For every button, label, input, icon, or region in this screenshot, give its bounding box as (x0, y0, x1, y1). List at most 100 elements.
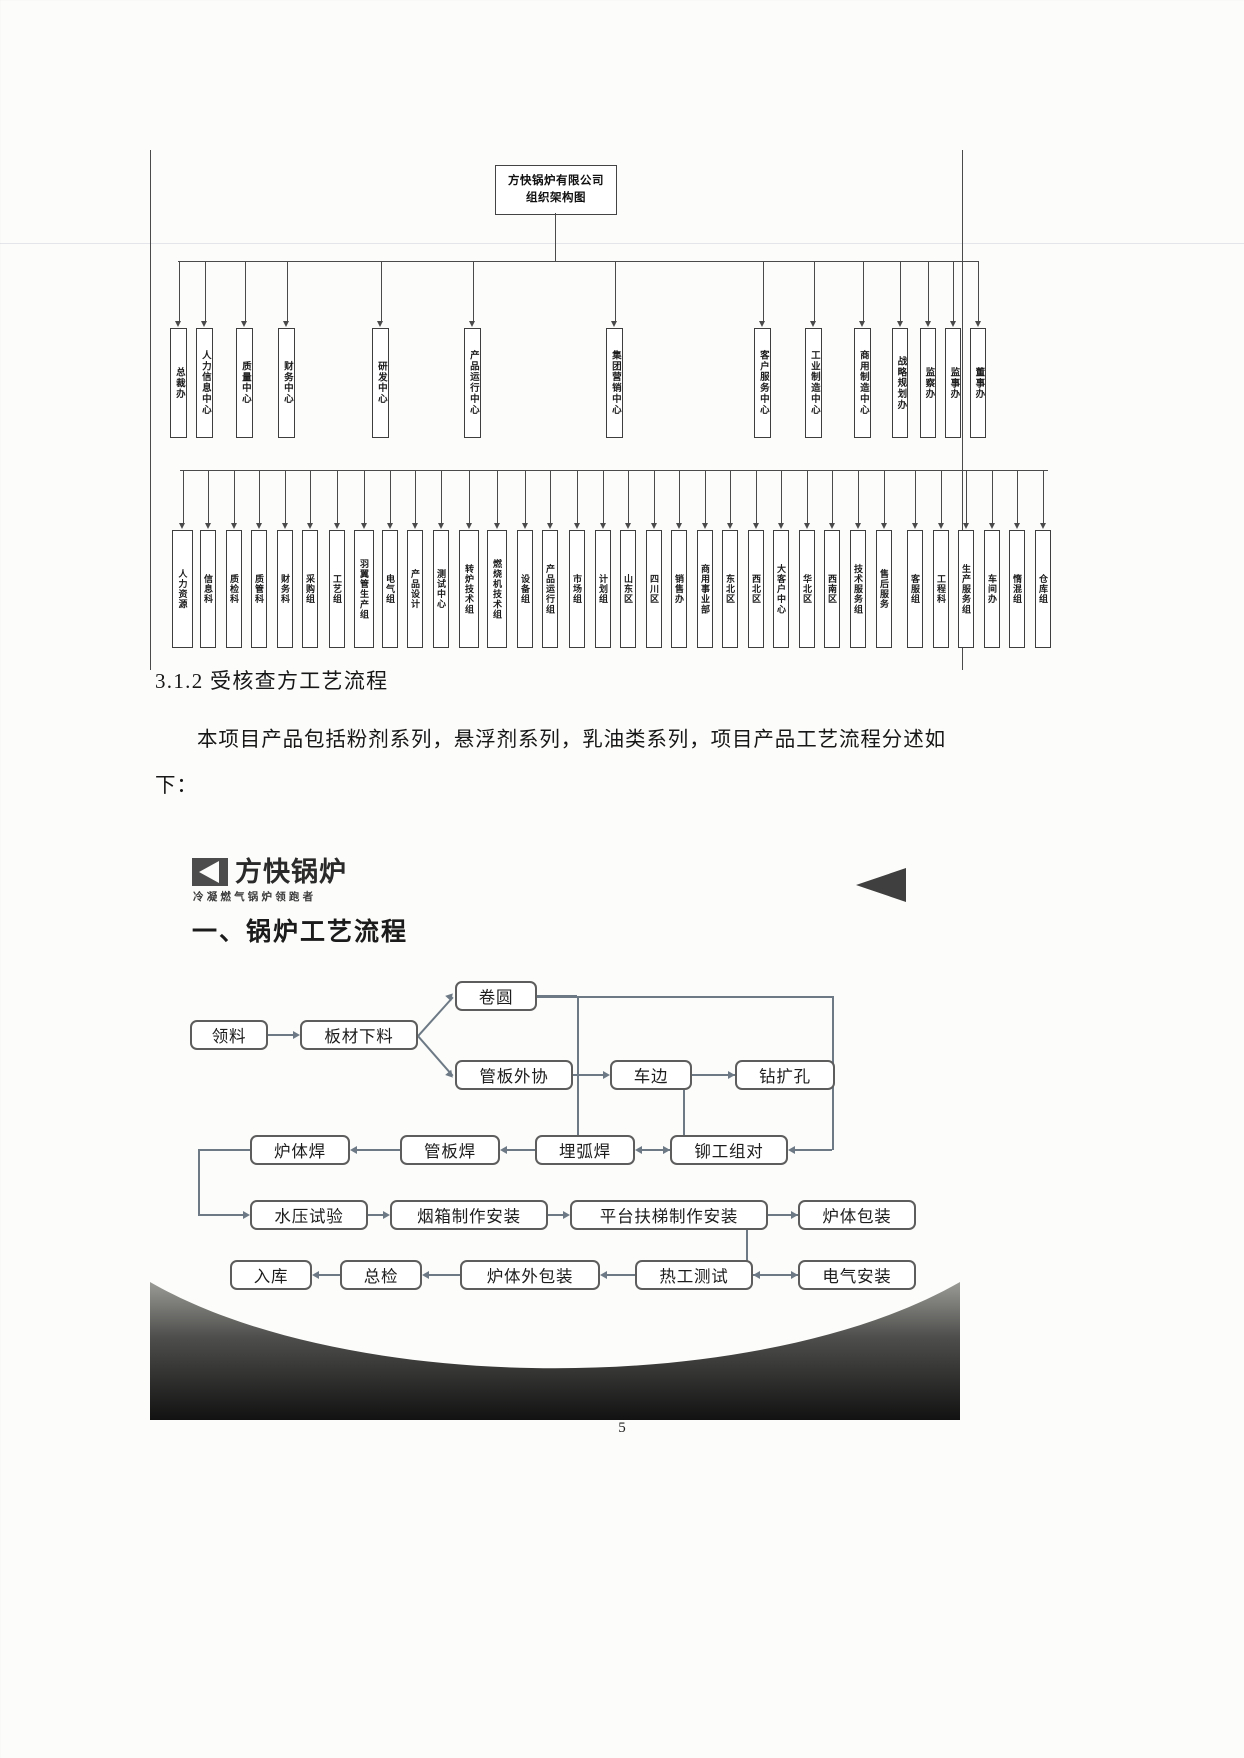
org-connector-arrow (521, 523, 528, 529)
org-connector-line (364, 470, 365, 524)
flow-node: 钻扩孔 (735, 1060, 835, 1090)
org-connector-line (915, 470, 916, 524)
org-connector-arrow (896, 321, 903, 327)
org-node-box: 产品运行组 (542, 530, 558, 648)
flow-node: 入库 (230, 1260, 312, 1290)
flow-arrowhead (603, 1070, 610, 1079)
flow-edge-line (537, 995, 577, 997)
org-connector-arrow (179, 523, 185, 529)
flow-node: 卷圆 (455, 981, 537, 1011)
org-connector-line (813, 261, 815, 322)
flow-arrowhead (500, 1145, 507, 1154)
logo-tagline: 冷凝燃气锅炉领跑者 (193, 891, 317, 903)
org-node-box: 技术服务组 (850, 530, 866, 648)
org-connector-line (380, 261, 382, 322)
flow-edge-line (537, 996, 832, 998)
org-connector-arrow (333, 523, 340, 529)
page-number: 5 (618, 1420, 626, 1436)
org-node-box: 计划组 (595, 530, 611, 648)
flow-edge-line (417, 1035, 454, 1077)
org-second-bus (180, 470, 1048, 471)
org-node-box: 工程科 (933, 530, 949, 648)
org-node-box: 西南区 (824, 530, 840, 648)
flow-edge-line (548, 1214, 564, 1216)
org-connector-arrow (493, 523, 500, 529)
org-connector-arrow (469, 321, 475, 327)
org-node-box: 信息科 (200, 530, 216, 648)
org-connector-arrow (283, 321, 289, 327)
org-node-box: 仓库组 (1035, 530, 1051, 648)
flow-edge-line (683, 1075, 685, 1150)
org-node-box: 四川区 (646, 530, 662, 648)
org-connector-line (730, 470, 731, 524)
flow-edge-line (198, 1149, 250, 1151)
org-title-line-2: 组织架构图 (526, 192, 586, 204)
flow-node: 电气安装 (798, 1260, 916, 1290)
org-node-box: 工艺组 (329, 530, 345, 648)
org-node-box: 客户服务中心 (754, 328, 771, 438)
company-logo-block: 方快锅炉 冷凝燃气锅炉领跑者 (192, 858, 347, 904)
org-node-box: 研发中心 (372, 328, 389, 438)
org-connector-arrow (726, 523, 733, 529)
org-connector-arrow (880, 523, 887, 529)
org-chart-title-box: 方快锅炉有限公司 组织架构图 (495, 165, 617, 215)
org-connector-line (884, 470, 885, 524)
org-title-stem (555, 213, 556, 261)
org-connector-line (310, 470, 311, 524)
org-connector-arrow (1039, 523, 1046, 529)
org-connector-arrow (650, 523, 657, 529)
org-node-box: 惰混组 (1009, 530, 1025, 648)
flow-arrowhead (422, 1270, 429, 1279)
org-node-box: 监察办 (920, 328, 936, 438)
org-connector-line (472, 261, 474, 322)
org-node-box: 质管科 (251, 530, 267, 648)
org-connector-arrow (360, 523, 367, 529)
org-connector-line (953, 261, 954, 322)
org-connector-line (781, 470, 782, 524)
org-node-box: 产品设计 (407, 530, 423, 648)
org-connector-arrow (611, 321, 617, 327)
flow-node: 板材下料 (300, 1020, 418, 1050)
flow-arrowhead (243, 1210, 250, 1219)
flow-edge-line (641, 1149, 670, 1151)
section-heading: 3.1.2 受核查方工艺流程 (155, 669, 389, 693)
flow-edge-line (746, 1215, 748, 1275)
org-connector-line (762, 261, 764, 322)
org-connector-arrow (988, 523, 995, 529)
org-connector-line (178, 261, 180, 322)
org-node-box: 市场组 (569, 530, 585, 648)
flow-edge-line (318, 1274, 340, 1276)
org-connector-arrow (386, 523, 393, 529)
flow-arrowhead (293, 1030, 300, 1039)
org-connector-line (941, 470, 942, 524)
org-connector-line (1017, 470, 1018, 524)
flow-arrowhead (350, 1145, 357, 1154)
org-connector-arrow (306, 523, 313, 529)
flow-edge-line (506, 1149, 535, 1151)
org-node-box: 战略规划办 (892, 328, 908, 438)
org-node-box: 人力资源 (172, 530, 193, 648)
org-connector-line (928, 261, 929, 322)
flow-edge-line (683, 1074, 735, 1076)
org-connector-arrow (962, 523, 969, 529)
org-connector-arrow (204, 523, 211, 529)
org-node-box: 西北区 (748, 530, 764, 648)
flow-node: 平台扶梯制作安装 (570, 1200, 768, 1230)
flow-node: 管板外协 (455, 1060, 573, 1090)
flow-arrowhead (563, 1210, 570, 1219)
org-connector-line (628, 470, 629, 524)
org-connector-arrow (281, 523, 288, 529)
flow-edge-line (368, 1214, 384, 1216)
org-node-box: 燃烧机技术组 (487, 530, 507, 648)
flow-node: 炉体外包装 (460, 1260, 600, 1290)
org-connector-line (577, 470, 578, 524)
org-node-box: 生产服务组 (958, 530, 974, 648)
flow-arrowhead (788, 1145, 795, 1154)
org-node-box: 财务中心 (278, 328, 295, 438)
org-connector-line (469, 470, 470, 524)
flow-edge-line (428, 1274, 460, 1276)
org-connector-line (415, 470, 416, 524)
flow-edge-line (198, 1150, 200, 1215)
org-connector-arrow (255, 523, 262, 529)
flow-edge-line (606, 1274, 635, 1276)
